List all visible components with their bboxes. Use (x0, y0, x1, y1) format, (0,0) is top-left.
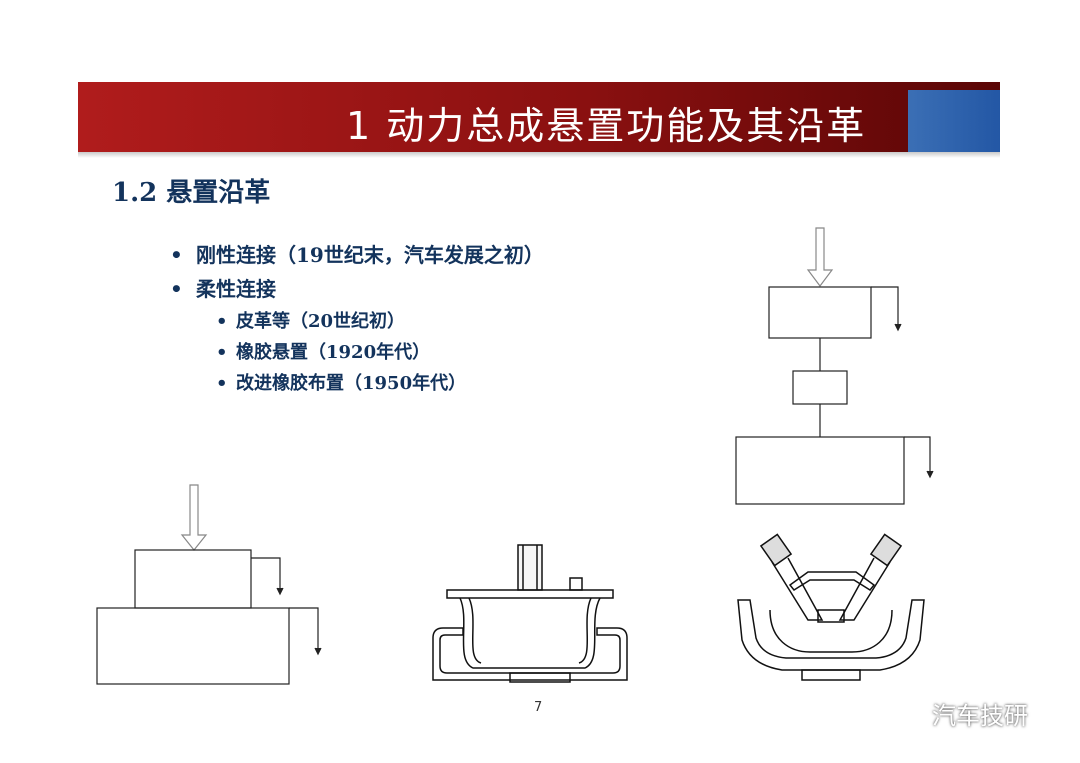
watermark-text: 汽车技研 (932, 702, 1028, 730)
left-mount-arm (771, 557, 824, 621)
bullet-dot: • (216, 342, 228, 363)
section-heading: 1.2 悬置沿革 (112, 178, 271, 208)
engine-cradle (788, 571, 876, 591)
frame-vibration-arrow-icon (904, 436, 931, 475)
left-mount-cap (759, 533, 793, 567)
bullet-dot: • (216, 311, 228, 332)
right-mount-arm (838, 557, 891, 621)
sub-bullet-item: • 改进橡胶布置（1950年代） (216, 368, 544, 399)
title-bar: 1 动力总成悬置功能及其沿革 (78, 82, 1000, 158)
engine-block (134, 549, 252, 609)
bullet-text: 柔性连接 (196, 277, 276, 301)
slide-title: 1 动力总成悬置功能及其沿革 (346, 104, 867, 148)
frame-block (96, 607, 290, 685)
bullet-list: • 刚性连接（19世纪末，汽车发展之初） • 柔性连接 • 皮革等（20世纪初） • 橡… (170, 238, 544, 399)
bullet-text: 刚性连接（19世纪末，汽车发展之初） (196, 243, 544, 267)
rubber-mount-drawing (432, 544, 628, 683)
watermark: 汽车技研 (886, 696, 1028, 731)
sub-bullet-text: 皮革等（20世纪初） (236, 311, 406, 332)
bullet-item: • 柔性连接 • 皮革等（20世纪初） • 橡胶悬置（1920年代） • 改进橡胶布置（… (170, 272, 544, 399)
page-number: 7 (534, 700, 543, 715)
mount-stud (517, 544, 543, 591)
force-arrow-icon (806, 227, 834, 287)
force-arrow-icon (180, 484, 208, 551)
mount-top-plate (446, 589, 614, 599)
wechat-icon (887, 700, 924, 726)
engine-block (768, 286, 872, 339)
v-mount-drawing (737, 533, 925, 681)
sub-bullet-list: • 皮革等（20世纪初） • 橡胶悬置（1920年代） • 改进橡胶布置（1950年代… (170, 306, 544, 399)
engine-vibration-arrow-icon (251, 557, 281, 592)
bullet-dot: • (170, 243, 183, 267)
flexible-connection-diagram (735, 227, 934, 505)
sub-bullet-text: 橡胶悬置（1920年代） (236, 342, 431, 363)
title-bar-blue-accent (908, 90, 1000, 152)
mount-bracket (432, 627, 628, 681)
v-bracket (737, 599, 925, 671)
mount-block (792, 370, 848, 405)
bullet-dot: • (216, 373, 228, 394)
engine-vibration-arrow-icon (871, 286, 899, 328)
bullet-item: • 刚性连接（19世纪末，汽车发展之初） (170, 238, 544, 272)
rigid-connection-diagram (96, 484, 322, 685)
sub-bullet-item: • 皮革等（20世纪初） (216, 306, 544, 337)
frame-block (735, 436, 905, 505)
rubber-body (459, 597, 601, 669)
sub-bullet-text: 改进橡胶布置（1950年代） (236, 373, 467, 394)
bullet-dot: • (170, 277, 183, 301)
right-mount-cap (869, 533, 903, 567)
sub-bullet-item: • 橡胶悬置（1920年代） (216, 337, 544, 368)
title-bar-shadow (78, 152, 1000, 158)
frame-vibration-arrow-icon (289, 607, 319, 652)
